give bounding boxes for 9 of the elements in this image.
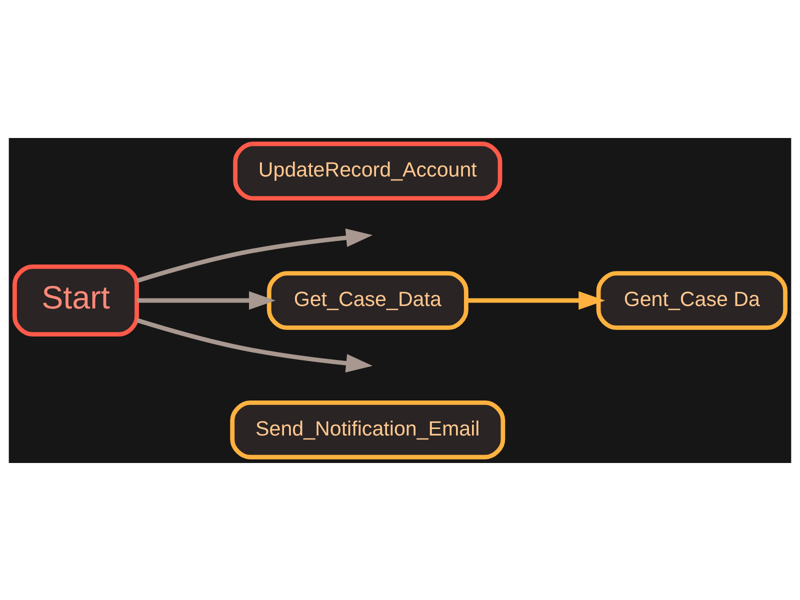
node-box: Gent_Case Da xyxy=(596,270,788,330)
arrow xyxy=(137,290,276,310)
node-box: Get_Case_Data xyxy=(266,270,468,330)
arrow xyxy=(136,228,373,282)
node-box: UpdateRecord_Account xyxy=(233,141,502,200)
arrow xyxy=(136,318,373,372)
arrow xyxy=(466,290,606,310)
node-box: Send_Notification_Email xyxy=(230,400,506,459)
node-box: Start xyxy=(12,264,139,336)
